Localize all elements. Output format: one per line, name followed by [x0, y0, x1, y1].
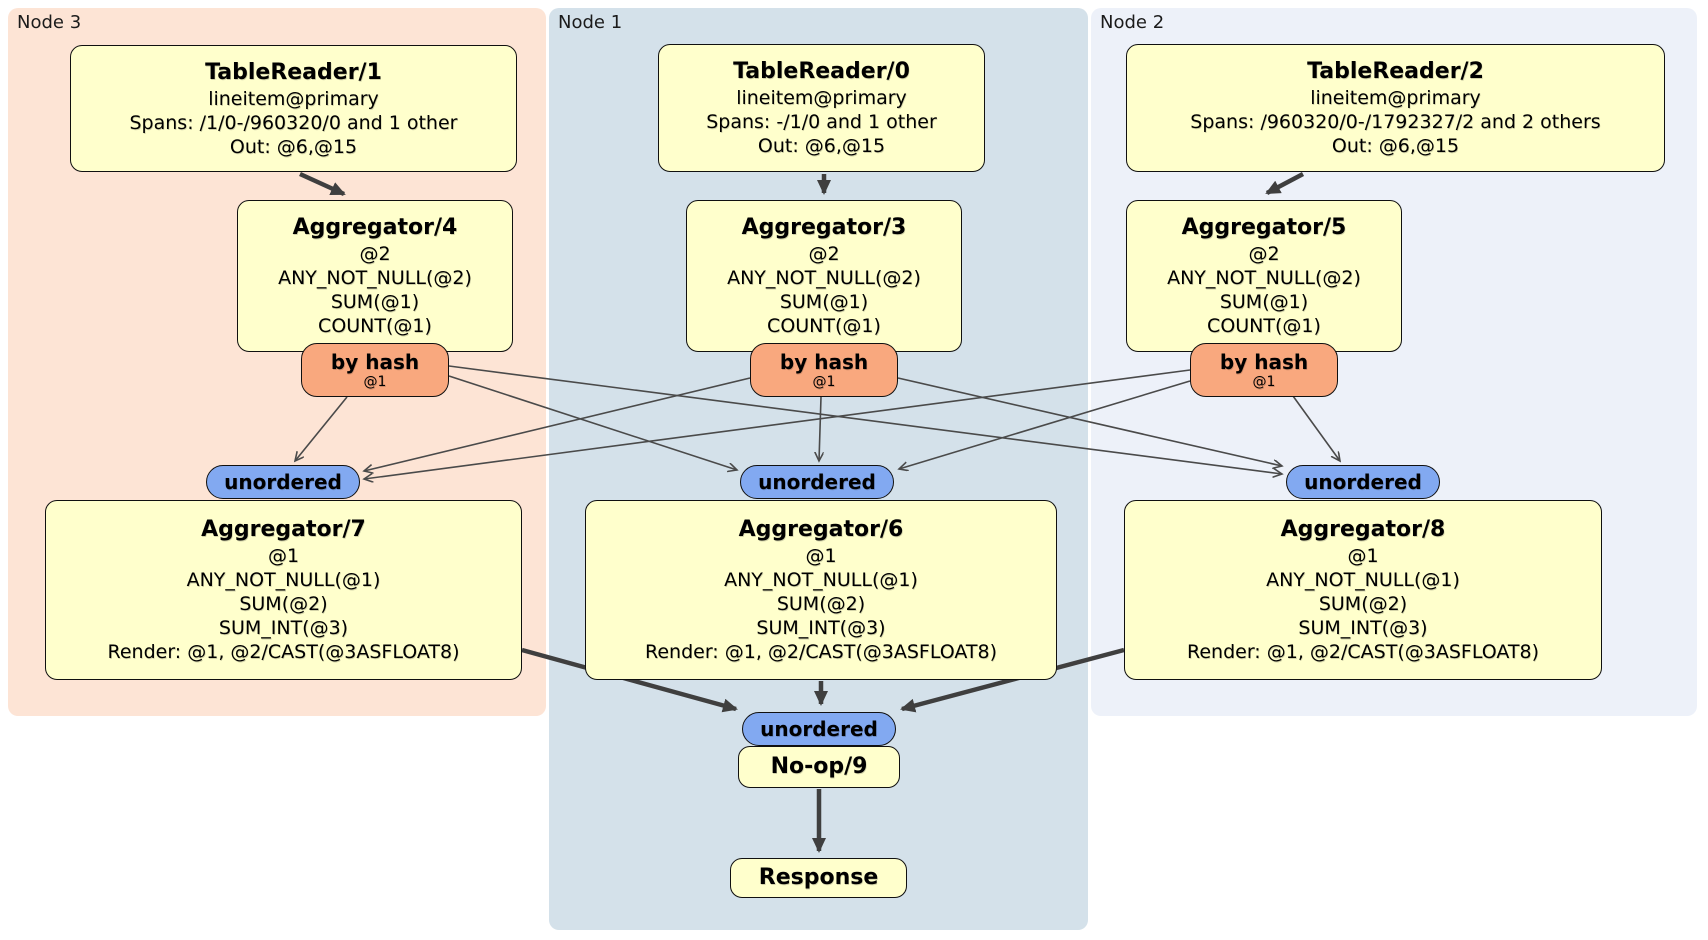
- sync-unordered-node1: unordered: [740, 465, 894, 499]
- processor-line: Render: @1, @2/CAST(@3ASFLOAT8): [645, 641, 997, 663]
- processor-line: Spans: /1/0-/960320/0 and 1 other: [129, 111, 458, 134]
- router-by-hash-node1: by hash @1: [750, 343, 898, 397]
- processor-title: Response: [758, 865, 879, 890]
- processor-title: TableReader/0: [733, 59, 910, 84]
- processor-title: TableReader/2: [1307, 59, 1484, 84]
- region-node3-label: Node 3: [17, 12, 82, 33]
- processor-line: @1: [267, 545, 300, 567]
- processor-title: No-op/9: [770, 754, 868, 779]
- processor-title: Aggregator/8: [1280, 517, 1446, 542]
- processor-line: Out: @6,@15: [1331, 135, 1460, 157]
- processor-line: lineitem@primary: [208, 87, 379, 110]
- processor-noop-9: No-op/9: [738, 746, 900, 788]
- processor-line: ANY_NOT_NULL(@1): [186, 569, 381, 591]
- processor-title: Aggregator/6: [738, 517, 904, 542]
- processor-line: COUNT(@1): [318, 315, 432, 337]
- processor-title: Aggregator/3: [741, 215, 907, 240]
- processor-line: ANY_NOT_NULL(@2): [278, 267, 472, 289]
- processor-line: ANY_NOT_NULL(@2): [727, 267, 921, 289]
- router-label: by hash: [330, 349, 420, 374]
- processor-line: Spans: /960320/0-/1792327/2 and 2 others: [1190, 111, 1601, 133]
- edge-tablereader2-aggregator5: [1265, 172, 1305, 195]
- edge-router1-sync-node2: [897, 377, 1282, 466]
- sync-label: unordered: [1304, 470, 1422, 494]
- edge-router1-sync-node1: [819, 396, 821, 461]
- processor-line: SUM(@2): [776, 593, 866, 615]
- router-detail: @1: [363, 373, 387, 390]
- router-detail: @1: [1252, 373, 1276, 390]
- processor-line: ANY_NOT_NULL(@2): [1167, 267, 1361, 289]
- sync-unordered-output: unordered: [742, 712, 896, 746]
- router-by-hash-node2: by hash @1: [1190, 343, 1338, 397]
- edge-tablereader1-aggregator4: [299, 171, 346, 197]
- processor-line: @2: [808, 243, 840, 265]
- processor-line: lineitem@primary: [736, 87, 907, 109]
- sync-label: unordered: [758, 470, 876, 494]
- processor-line: ANY_NOT_NULL(@1): [1266, 569, 1460, 591]
- sync-unordered-node3: unordered: [206, 465, 360, 499]
- processor-line: SUM(@2): [239, 593, 328, 615]
- edge-router3-sync-node2: [448, 365, 1282, 474]
- processor-line: Out: @6,@15: [229, 135, 358, 158]
- router-detail: @1: [812, 373, 836, 390]
- processor-line: Out: @6,@15: [757, 135, 886, 157]
- processor-title: Aggregator/5: [1181, 215, 1347, 240]
- processor-line: @2: [1248, 243, 1280, 265]
- router-label: by hash: [779, 349, 869, 374]
- edge-router2-sync-node2: [1292, 395, 1340, 461]
- processor-line: COUNT(@1): [1207, 315, 1321, 337]
- region-node2-label: Node 2: [1100, 12, 1165, 33]
- processor-line: COUNT(@1): [767, 315, 881, 337]
- processor-line: Spans: -/1/0 and 1 other: [706, 111, 937, 133]
- processor-line: SUM(@1): [330, 291, 420, 313]
- processor-line: SUM_INT(@3): [1298, 617, 1428, 639]
- processor-title: TableReader/1: [205, 59, 382, 85]
- processor-line: @1: [805, 545, 837, 567]
- edge-router3-sync-node1: [448, 375, 737, 470]
- processor-line: @2: [359, 243, 391, 265]
- router-by-hash-node3: by hash @1: [301, 343, 449, 397]
- processor-line: SUM_INT(@3): [756, 617, 886, 639]
- processor-line: SUM(@1): [779, 291, 869, 313]
- edge-router3-sync-node3: [295, 396, 348, 461]
- processor-line: Render: @1, @2/CAST(@3ASFLOAT8): [1187, 641, 1539, 663]
- edge-router1-sync-node3: [364, 377, 751, 471]
- edge-router2-sync-node1: [899, 380, 1191, 469]
- processor-line: lineitem@primary: [1310, 87, 1481, 109]
- edge-router2-sync-node3: [364, 369, 1191, 479]
- router-label: by hash: [1219, 349, 1309, 374]
- processor-line: SUM(@1): [1219, 291, 1309, 313]
- sync-label: unordered: [224, 470, 342, 494]
- processor-title: Aggregator/4: [292, 215, 458, 240]
- processor-line: SUM(@2): [1318, 593, 1408, 615]
- processor-response: Response: [730, 858, 907, 898]
- processor-line: @1: [1347, 545, 1379, 567]
- processor-line: SUM_INT(@3): [218, 617, 349, 639]
- processor-line: Render: @1, @2/CAST(@3ASFLOAT8): [107, 641, 460, 663]
- region-node1-label: Node 1: [558, 12, 623, 33]
- sync-unordered-node2: unordered: [1286, 465, 1440, 499]
- processor-line: ANY_NOT_NULL(@1): [724, 569, 918, 591]
- sync-label: unordered: [760, 717, 878, 741]
- processor-title: Aggregator/7: [201, 517, 366, 542]
